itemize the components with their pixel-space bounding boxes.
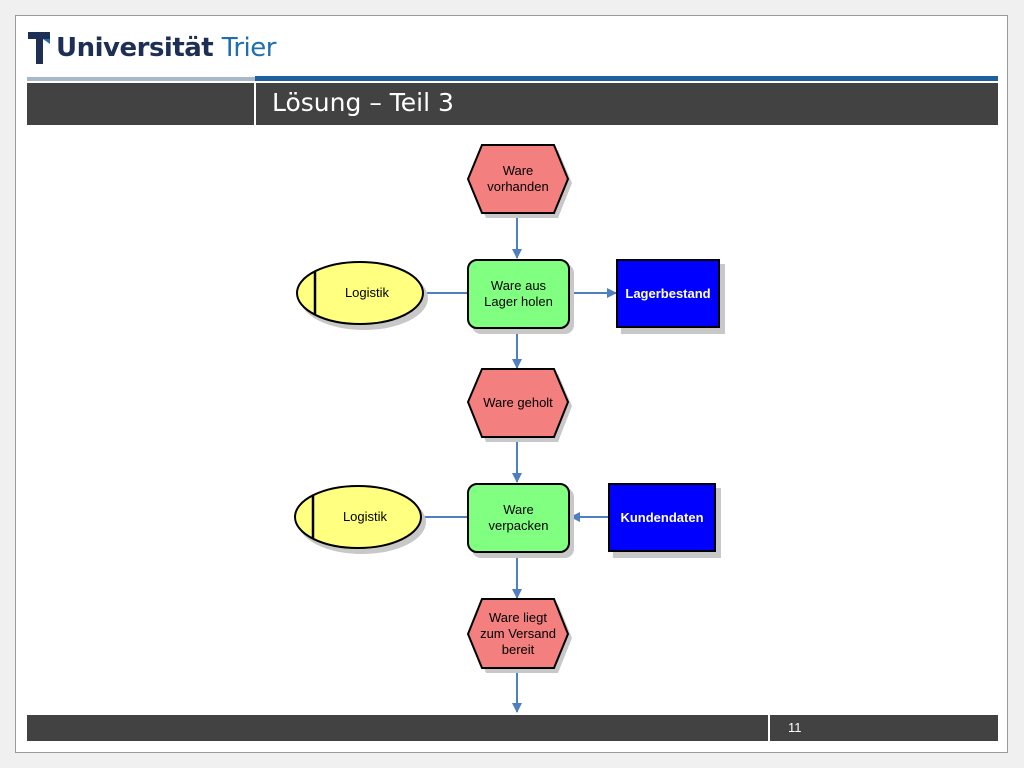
university-logo: Universität Trier	[28, 30, 276, 66]
university-logo-icon	[28, 32, 50, 64]
info-lagerbestand-label: Lagerbestand	[625, 285, 711, 301]
function-lager-holen-shape	[467, 259, 570, 329]
org-unit-logistik-2-shape	[294, 485, 422, 549]
event-ware-geholt-shape	[466, 368, 570, 438]
function-verpacken-shape	[467, 483, 570, 553]
title-bar-divider	[254, 83, 256, 125]
footer-divider	[768, 715, 770, 741]
header-accent-gray	[27, 77, 255, 81]
logo-sub-text: Trier	[221, 33, 277, 63]
info-kundendaten-shape	[608, 483, 716, 552]
org-unit-logistik-1-shape	[296, 261, 424, 325]
header-accent-blue	[255, 76, 998, 81]
function-lager-holen-label: Ware aus Lager holen	[484, 278, 553, 309]
event-ware-vorhanden-label: Ware vorhanden	[487, 163, 549, 194]
page-number: 11	[788, 720, 802, 735]
event-ware-versand-label: Ware liegt zum Versand bereit	[480, 609, 556, 657]
info-kundendaten-label: Kundendaten	[620, 509, 704, 525]
event-ware-versand-shape	[466, 598, 570, 669]
event-ware-vorhanden-shape	[466, 144, 570, 214]
org-unit-logistik-2-label: Logistik	[342, 509, 388, 524]
info-lagerbestand-shape	[616, 259, 720, 328]
slide-title: Lösung – Teil 3	[272, 88, 454, 117]
org-unit-logistik-1-label: Logistik	[344, 285, 390, 300]
title-bar	[27, 83, 998, 125]
logo-text: Universität Trier	[56, 33, 276, 63]
event-ware-geholt-label: Ware geholt	[483, 395, 553, 410]
connectors	[422, 213, 617, 713]
footer-bar	[27, 715, 998, 741]
function-verpacken-label: Ware verpacken	[488, 502, 549, 533]
logo-main-text: Universität	[56, 33, 214, 63]
